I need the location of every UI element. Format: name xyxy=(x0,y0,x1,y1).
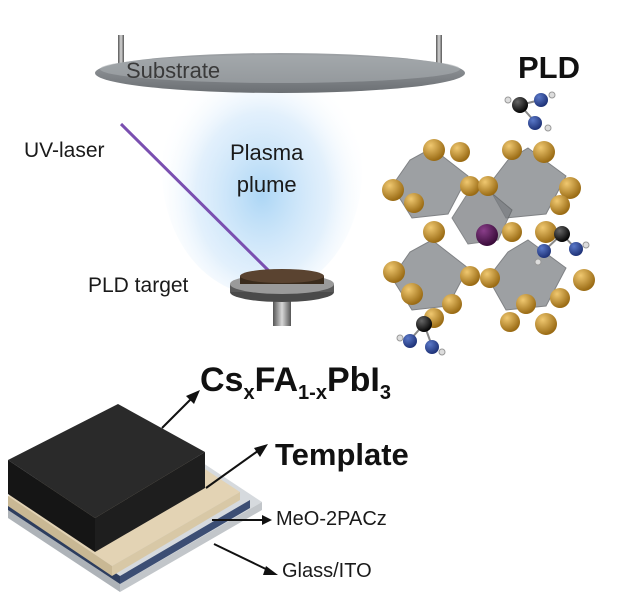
glass-ito-label: Glass/ITO xyxy=(282,560,372,582)
device-stack xyxy=(8,404,262,592)
halide-atom xyxy=(460,176,480,196)
halide-atom xyxy=(423,221,445,243)
uv-laser-label: UV-laser xyxy=(24,139,105,162)
plasma-label-line2: plume xyxy=(236,172,297,197)
formula-fa: FA xyxy=(254,361,299,399)
target-shaft xyxy=(273,296,291,326)
halide-atom xyxy=(401,283,423,305)
halide-atom xyxy=(550,288,570,308)
fa-molecule xyxy=(534,226,590,266)
halide-atom xyxy=(516,294,536,314)
pld-target-label: PLD target xyxy=(88,274,189,297)
octahedron xyxy=(451,184,513,245)
substrate-label: Substrate xyxy=(126,58,221,83)
glass-ito-layer-side xyxy=(120,502,262,592)
template-layer-side xyxy=(112,492,240,576)
perovskite-crystal xyxy=(382,91,595,356)
fa-molecule xyxy=(396,316,446,356)
halide-atom xyxy=(383,261,405,283)
plasma-label-line1: Plasma xyxy=(230,140,304,165)
target-disk xyxy=(240,269,324,283)
formula-x-sub: x xyxy=(243,381,255,404)
glass-ito-layer-front xyxy=(8,510,120,592)
substrate-rod-right xyxy=(436,35,442,75)
formula-1x-sub: 1-x xyxy=(298,381,327,404)
formula-pbi: PbI xyxy=(326,361,380,399)
halide-atom xyxy=(450,142,470,162)
formula-3-sub: 3 xyxy=(379,381,391,404)
perovskite-block-front xyxy=(8,460,95,552)
halide-atom xyxy=(478,176,498,196)
pld-title: PLD xyxy=(518,50,580,85)
substrate-highlight xyxy=(100,55,460,83)
halide-atom xyxy=(535,221,557,243)
perovskite-formula-label: CsxFA1-xPbI3 xyxy=(200,361,391,405)
halide-atom xyxy=(442,294,462,314)
substrate-rod-left xyxy=(118,35,124,75)
template-label: Template xyxy=(275,437,409,472)
plasma-plume xyxy=(162,45,362,295)
halide-atom xyxy=(480,268,500,288)
plasma-plume-label: Plasma plume xyxy=(230,137,303,201)
perovskite-block-side xyxy=(95,452,205,552)
halide-atom xyxy=(573,269,595,291)
halide-atom xyxy=(502,140,522,160)
uv-laser-beam xyxy=(119,122,272,274)
label-arrows xyxy=(161,390,278,575)
perovskite-block-top xyxy=(8,404,205,518)
template-layer-front xyxy=(8,496,112,576)
halide-atom xyxy=(502,222,522,242)
halide-atom xyxy=(533,141,555,163)
halide-atom xyxy=(404,193,424,213)
halide-atom xyxy=(423,139,445,161)
halide-atom xyxy=(559,177,581,199)
halide-atom xyxy=(535,313,557,335)
fa-molecule xyxy=(504,91,556,132)
formula-cs: Cs xyxy=(200,361,244,399)
meo-2pacz-label: MeO-2PACz xyxy=(276,508,387,530)
halide-atom xyxy=(382,179,404,201)
halide-atom xyxy=(460,266,480,286)
iodine-atom xyxy=(476,224,498,246)
halide-atom xyxy=(550,195,570,215)
halide-atom xyxy=(500,312,520,332)
